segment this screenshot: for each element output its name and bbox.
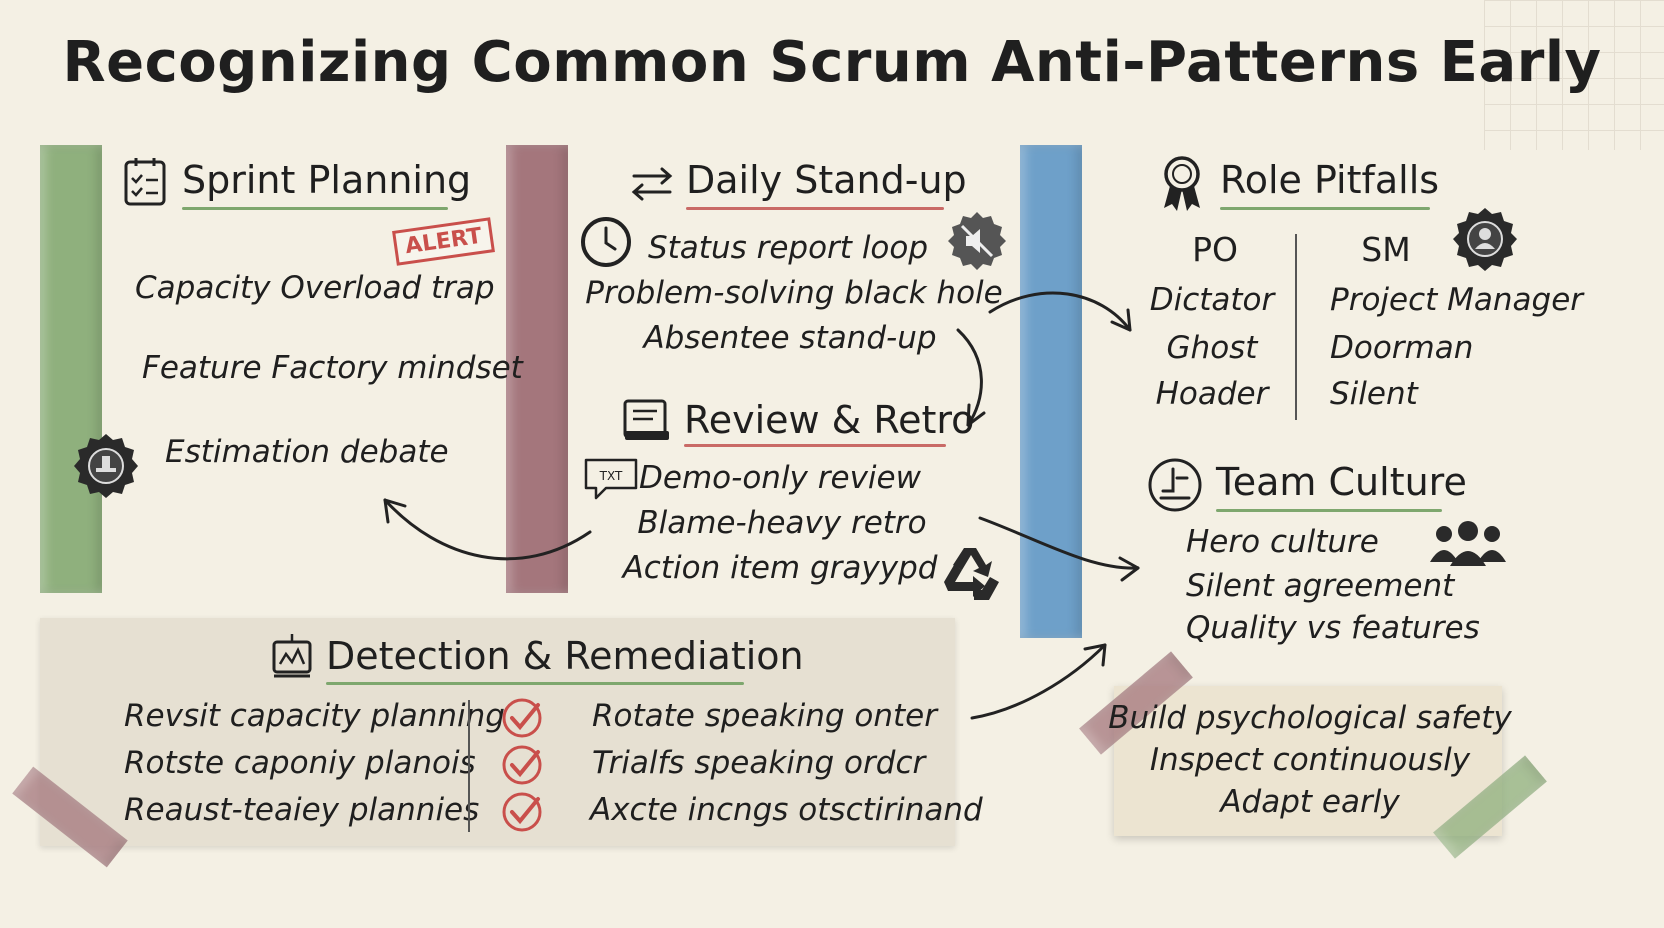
book-icon: [623, 399, 669, 440]
note-card: [1114, 686, 1502, 836]
detection-left-1: Revsit capacity planning: [124, 698, 505, 734]
daily-standup-underline: [686, 207, 944, 210]
standup-item-1: Status report loop: [647, 230, 929, 266]
po-item-2: Ghost: [1166, 330, 1258, 366]
user-seal-icon: [1453, 208, 1517, 271]
note-line-3: Adapt early: [1220, 784, 1400, 820]
detection-right-2: Trialfs speaking ordcr: [592, 745, 926, 781]
sm-item-2: Doorman: [1330, 330, 1474, 366]
detection-divider: [468, 700, 470, 832]
review-item-3: Action item grayypd: [622, 550, 938, 586]
team-culture-heading: Team Culture: [1216, 460, 1467, 504]
review-item-2: Blame-heavy retro: [637, 505, 927, 541]
note-line-1: Build psychological safety: [1108, 700, 1512, 736]
speech-bubble-icon: TXT: [584, 458, 638, 500]
culture-item-1: Hero culture: [1186, 524, 1379, 560]
standup-item-2: Problem-solving black hole: [585, 275, 1003, 311]
muted-speaker-icon: [948, 212, 1006, 270]
sprint-item-2: Feature Factory mindset: [142, 350, 523, 386]
check-icon-1: [502, 698, 542, 738]
arrow-review-to-planning: [383, 498, 592, 561]
arrow-detection-to-culture: [970, 643, 1107, 720]
culture-item-2: Silent agreement: [1186, 568, 1455, 604]
page-title: Recognizing Common Scrum Anti-Patterns E…: [62, 30, 1602, 95]
monitor-chart-icon: [272, 634, 312, 678]
role-pitfalls-underline: [1220, 207, 1430, 210]
culture-emblem-icon: [1148, 458, 1202, 512]
award-ribbon-icon: [1164, 156, 1200, 211]
detection-right-3: Axcte incngs otsctirinand: [590, 792, 983, 828]
team-culture-underline: [1216, 509, 1442, 512]
sprint-planning-underline: [182, 207, 448, 210]
po-item-3: Hoader: [1155, 376, 1269, 412]
culture-item-3: Quality vs features: [1186, 610, 1480, 646]
green-tape-strip: [40, 145, 102, 593]
grid-paper-corner: [1484, 0, 1664, 150]
detection-underline: [326, 682, 744, 685]
swap-arrows-icon: [631, 167, 673, 201]
po-label: PO: [1192, 230, 1238, 269]
checklist-icon: [124, 158, 166, 206]
review-item-1: Demo-only review: [639, 460, 921, 496]
check-icon-2: [502, 745, 542, 785]
sm-label: SM: [1361, 230, 1411, 269]
detection-heading: Detection & Remediation: [326, 634, 804, 678]
sm-item-1: Project Manager: [1330, 282, 1584, 318]
arrow-standup-to-review: [956, 328, 983, 427]
role-pitfalls-heading: Role Pitfalls: [1220, 158, 1440, 202]
arrow-standup-to-roles: [988, 291, 1132, 332]
sprint-item-3: Estimation debate: [165, 434, 449, 470]
clock-icon: [581, 217, 631, 267]
sm-item-3: Silent: [1330, 376, 1418, 412]
detection-panel: [40, 618, 955, 846]
po-item-1: Dictator: [1149, 282, 1275, 318]
sprint-planning-heading: Sprint Planning: [182, 158, 472, 202]
standup-item-3: Absentee stand-up: [643, 320, 937, 356]
wax-seal-icon: [74, 434, 138, 498]
detection-left-3: Reaust-teaiey plannies: [124, 792, 480, 828]
review-retro-heading: Review & Retro: [684, 398, 975, 442]
detection-right-1: Rotate speaking onter: [592, 698, 937, 734]
mauve-tape-strip: [506, 145, 568, 593]
bubble-text: TXT: [599, 469, 623, 483]
daily-standup-heading: Daily Stand-up: [686, 158, 967, 202]
roles-divider: [1295, 234, 1297, 420]
sprint-item-1: Capacity Overload trap: [135, 270, 495, 306]
check-icon-3: [502, 792, 542, 832]
arrow-review-to-culture: [978, 516, 1140, 570]
detection-left-2: Rotste caponiy planois: [124, 745, 476, 781]
team-people-icon: [1430, 521, 1506, 566]
recycle-icon: [944, 548, 999, 600]
review-retro-underline: [684, 444, 946, 447]
note-line-2: Inspect continuously: [1149, 742, 1471, 778]
